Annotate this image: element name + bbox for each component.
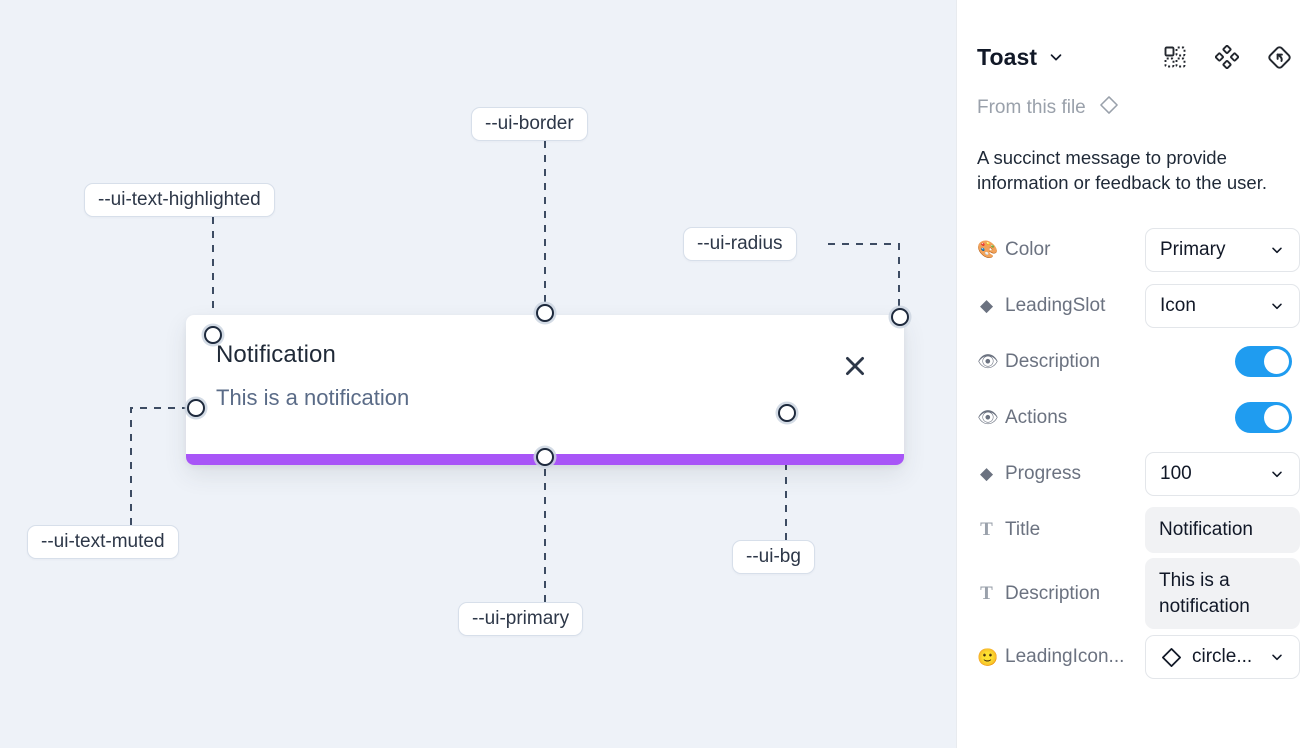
property-row-description-text: T Description This is a notification xyxy=(977,557,1300,630)
token-label-ui-text-highlighted[interactable]: --ui-text-highlighted xyxy=(84,183,275,217)
property-label-description-visibility: 👁 Description xyxy=(977,351,1145,373)
from-this-file-row: From this file xyxy=(977,94,1292,122)
leadingslot-select[interactable]: Icon xyxy=(1145,283,1300,328)
property-label-color: 🎨 Color xyxy=(977,239,1145,261)
eye-icon: 👁 xyxy=(977,352,999,372)
chevron-down-icon xyxy=(1269,466,1285,482)
panel-header-actions xyxy=(1162,44,1292,70)
design-canvas[interactable]: Notification This is a notification --ui… xyxy=(0,0,956,748)
anchor-dot-text-highlighted[interactable] xyxy=(204,326,222,344)
leadingslot-select-value: Icon xyxy=(1160,294,1196,316)
property-label-actions-visibility: 👁 Actions xyxy=(977,407,1145,429)
reset-instance-icon[interactable] xyxy=(1266,44,1292,70)
component-description: A succinct message to provide informatio… xyxy=(977,147,1268,193)
palette-icon: 🎨 xyxy=(977,240,999,260)
leadingicon-select-value: circle... xyxy=(1192,646,1253,668)
text-icon: T xyxy=(980,583,993,605)
color-select[interactable]: Primary xyxy=(1145,227,1300,272)
property-control-actions-visibility xyxy=(1235,402,1292,434)
property-row-leadingicon: 🙂 LeadingIcon... circle... xyxy=(977,629,1300,685)
anchor-dot-radius[interactable] xyxy=(891,308,909,326)
connector-lines xyxy=(130,141,900,602)
property-name: Progress xyxy=(1005,462,1082,484)
property-control-description-text: This is a notification xyxy=(1145,557,1300,630)
token-label-ui-primary[interactable]: --ui-primary xyxy=(458,602,584,636)
toast-title: Notification xyxy=(216,341,336,368)
toast-description: This is a notification xyxy=(216,385,410,410)
property-list: 🎨 Color Primary ◆ LeadingSlot xyxy=(977,222,1300,685)
property-label-leadingicon: 🙂 LeadingIcon... xyxy=(977,646,1145,668)
from-this-file-label: From this file xyxy=(977,97,1086,118)
diamond-icon xyxy=(1160,646,1183,669)
token-label-ui-text-muted[interactable]: --ui-text-muted xyxy=(27,525,179,559)
anchor-dot-border[interactable] xyxy=(536,304,554,322)
property-name: Color xyxy=(1005,238,1051,260)
property-control-leadingslot: Icon xyxy=(1145,283,1300,328)
property-row-title: T Title Notification xyxy=(977,502,1300,558)
property-name: Actions xyxy=(1005,406,1068,428)
property-control-description-visibility xyxy=(1235,346,1292,378)
description-toggle[interactable] xyxy=(1235,346,1292,378)
property-label-title: T Title xyxy=(977,519,1145,541)
anchor-dot-bg[interactable] xyxy=(778,404,796,422)
property-name: Description xyxy=(1005,582,1101,604)
eye-icon: 👁 xyxy=(977,408,999,428)
property-row-color: 🎨 Color Primary xyxy=(977,222,1300,278)
anchor-dot-primary[interactable] xyxy=(536,448,554,466)
leadingicon-select[interactable]: circle... xyxy=(1145,635,1300,680)
property-row-actions-visibility: 👁 Actions xyxy=(977,390,1292,446)
chevron-down-icon xyxy=(1269,298,1285,314)
text-icon: T xyxy=(980,519,993,541)
anchor-dot-text-muted[interactable] xyxy=(187,399,205,417)
property-label-progress: ◆ Progress xyxy=(977,463,1145,485)
progress-select-value: 100 xyxy=(1160,462,1192,484)
variants-icon[interactable] xyxy=(1162,44,1188,70)
property-control-progress: 100 xyxy=(1145,451,1300,496)
color-select-value: Primary xyxy=(1160,238,1226,260)
close-icon[interactable] xyxy=(842,353,868,379)
diamond-icon: ◆ xyxy=(979,296,994,316)
emoji-icon: 🙂 xyxy=(977,647,999,667)
token-label-ui-radius[interactable]: --ui-radius xyxy=(683,227,797,261)
property-control-leadingicon: circle... xyxy=(1145,635,1300,680)
property-row-progress: ◆ Progress 100 xyxy=(977,446,1300,502)
description-input[interactable]: This is a notification xyxy=(1145,557,1300,630)
properties-panel: Toast xyxy=(956,0,1312,748)
component-icon[interactable] xyxy=(1214,44,1240,70)
property-row-leadingslot: ◆ LeadingSlot Icon xyxy=(977,278,1300,334)
diamond-icon xyxy=(1098,94,1120,122)
toast-preview-card[interactable]: Notification This is a notification xyxy=(186,315,904,465)
diamond-icon: ◆ xyxy=(979,464,994,484)
property-label-leadingslot: ◆ LeadingSlot xyxy=(977,295,1145,317)
title-input[interactable]: Notification xyxy=(1145,507,1300,553)
property-control-title: Notification xyxy=(1145,507,1300,553)
chevron-down-icon xyxy=(1269,242,1285,258)
chevron-down-icon xyxy=(1269,649,1285,665)
chevron-down-icon[interactable] xyxy=(1047,48,1065,66)
panel-header: Toast xyxy=(977,26,1292,88)
toast-body: Notification This is a notification xyxy=(186,315,904,465)
progress-select[interactable]: 100 xyxy=(1145,451,1300,496)
property-name: Description xyxy=(1005,350,1101,372)
panel-title: Toast xyxy=(977,43,1038,70)
property-control-color: Primary xyxy=(1145,227,1300,272)
property-name: LeadingIcon... xyxy=(1005,646,1125,668)
token-label-ui-bg[interactable]: --ui-bg xyxy=(732,540,815,574)
property-row-description-visibility: 👁 Description xyxy=(977,334,1292,390)
property-name: LeadingSlot xyxy=(1005,294,1106,316)
actions-toggle[interactable] xyxy=(1235,402,1292,434)
property-name: Title xyxy=(1005,518,1041,540)
property-label-description-text: T Description xyxy=(977,583,1145,605)
token-label-ui-border[interactable]: --ui-border xyxy=(471,107,588,141)
